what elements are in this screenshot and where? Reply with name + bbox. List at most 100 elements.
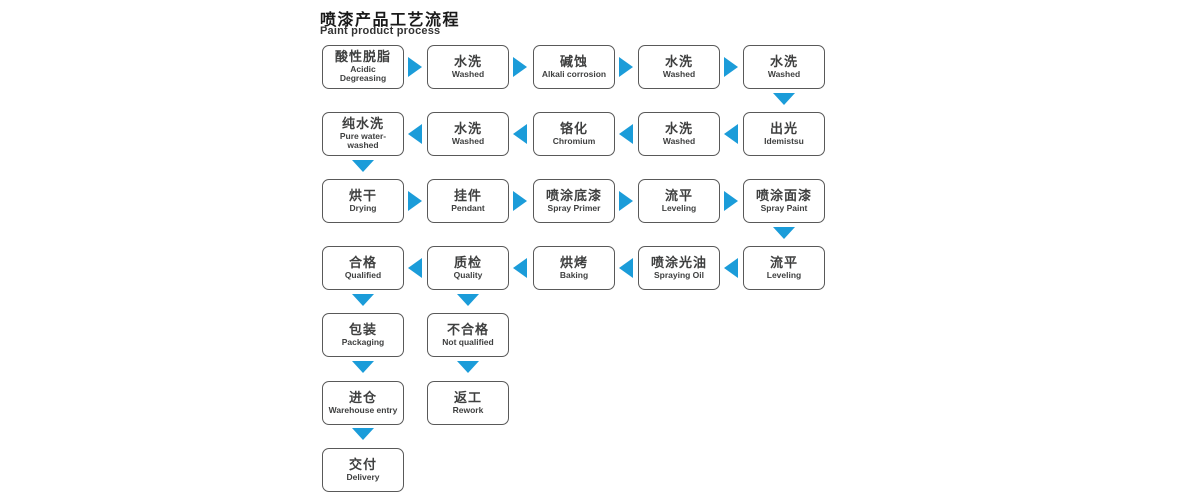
node-label-zh: 铬化 [559, 120, 588, 136]
node-label-en: Washed [451, 135, 485, 146]
node-label-zh: 碱蚀 [559, 53, 588, 69]
node-quality-check: 质检 Quality [427, 246, 509, 290]
flow-arrow-right-icon [408, 57, 422, 77]
node-label-zh: 酸性脱脂 [334, 48, 391, 64]
node-acidic-degreasing: 酸性脱脂 Acidic Degreasing [322, 45, 404, 89]
node-label-zh: 喷涂面漆 [755, 187, 812, 203]
flow-arrow-down-icon [352, 294, 374, 306]
node-label-zh: 水洗 [769, 53, 798, 69]
flow-arrow-down-icon [352, 160, 374, 172]
flow-arrow-left-icon [724, 258, 738, 278]
node-label-en: Washed [662, 68, 696, 79]
node-label-en: Spray Paint [760, 202, 808, 213]
node-pendant: 挂件 Pendant [427, 179, 509, 223]
node-chromium: 铬化 Chromium [533, 112, 615, 156]
flow-arrow-left-icon [619, 124, 633, 144]
node-label-zh: 烘烤 [559, 254, 588, 270]
flow-arrow-down-icon [773, 227, 795, 239]
node-label-zh: 流平 [769, 254, 798, 270]
node-label-zh: 水洗 [453, 53, 482, 69]
node-label-en: Leveling [661, 202, 697, 213]
node-label-en: Packaging [341, 336, 385, 347]
node-label-en: Qualified [344, 269, 382, 280]
node-label-zh: 烘干 [348, 187, 377, 203]
flow-arrow-left-icon [619, 258, 633, 278]
node-label-en: Not qualified [442, 336, 494, 347]
node-baking: 烘烤 Baking [533, 246, 615, 290]
node-delivery: 交付 Delivery [322, 448, 404, 492]
node-label-en: Alkali corrosion [541, 68, 607, 79]
node-label-en: Washed [451, 68, 485, 79]
node-washed-5: 水洗 Washed [638, 112, 720, 156]
node-label-zh: 返工 [453, 389, 482, 405]
flow-arrow-right-icon [724, 57, 738, 77]
node-label-en: Idemistsu [764, 135, 804, 146]
node-label-en: Pure water- washed [339, 130, 387, 151]
node-label-en: Chromium [552, 135, 596, 146]
node-label-zh: 出光 [769, 120, 798, 136]
node-label-en: Baking [559, 269, 589, 280]
node-label-zh: 进仓 [348, 389, 377, 405]
node-packaging: 包装 Packaging [322, 313, 404, 357]
flow-arrow-right-icon [408, 191, 422, 211]
node-label-zh: 交付 [348, 456, 377, 472]
flow-arrow-right-icon [619, 57, 633, 77]
node-label-en: Washed [662, 135, 696, 146]
flow-arrow-left-icon [724, 124, 738, 144]
node-washed-2: 水洗 Washed [638, 45, 720, 89]
node-label-zh: 不合格 [446, 321, 489, 337]
node-spray-paint: 喷涂面漆 Spray Paint [743, 179, 825, 223]
node-alkali-corrosion: 碱蚀 Alkali corrosion [533, 45, 615, 89]
node-label-zh: 挂件 [453, 187, 482, 203]
flow-arrow-down-icon [352, 361, 374, 373]
node-label-zh: 水洗 [453, 120, 482, 136]
node-label-zh: 包装 [348, 321, 377, 337]
node-label-zh: 喷涂光油 [650, 254, 707, 270]
node-label-en: Acidic Degreasing [339, 63, 387, 84]
node-label-en: Spray Primer [547, 202, 601, 213]
node-label-zh: 纯水洗 [341, 115, 384, 131]
node-label-zh: 流平 [664, 187, 693, 203]
node-label-en: Warehouse entry [328, 404, 398, 415]
node-warehouse-entry: 进仓 Warehouse entry [322, 381, 404, 425]
node-label-en: Pendant [451, 202, 485, 213]
node-label-zh: 水洗 [664, 53, 693, 69]
node-washed-4: 水洗 Washed [427, 112, 509, 156]
flow-arrow-down-icon [457, 361, 479, 373]
node-label-zh: 水洗 [664, 120, 693, 136]
node-not-qualified: 不合格 Not qualified [427, 313, 509, 357]
flow-arrow-down-icon [352, 428, 374, 440]
node-drying: 烘干 Drying [322, 179, 404, 223]
flow-arrow-right-icon [513, 191, 527, 211]
node-spray-primer: 喷涂底漆 Spray Primer [533, 179, 615, 223]
flow-arrow-down-icon [457, 294, 479, 306]
node-washed-1: 水洗 Washed [427, 45, 509, 89]
flow-arrow-right-icon [513, 57, 527, 77]
flow-arrow-left-icon [513, 258, 527, 278]
node-label-en: Washed [767, 68, 801, 79]
node-label-zh: 质检 [453, 254, 482, 270]
node-qualified: 合格 Qualified [322, 246, 404, 290]
flow-arrow-left-icon [408, 124, 422, 144]
node-idemistsu: 出光 Idemistsu [743, 112, 825, 156]
node-label-en: Rework [452, 404, 484, 415]
node-washed-3: 水洗 Washed [743, 45, 825, 89]
node-label-en: Spraying Oil [653, 269, 705, 280]
node-leveling-1: 流平 Leveling [638, 179, 720, 223]
page-subtitle: Paint product process [320, 25, 441, 37]
node-label-en: Leveling [766, 269, 802, 280]
node-rework: 返工 Rework [427, 381, 509, 425]
node-pure-water-washed: 纯水洗 Pure water- washed [322, 112, 404, 156]
flow-arrow-right-icon [619, 191, 633, 211]
node-label-en: Quality [453, 269, 483, 280]
node-label-en: Delivery [346, 471, 380, 482]
node-label-zh: 合格 [348, 254, 377, 270]
node-leveling-2: 流平 Leveling [743, 246, 825, 290]
node-label-zh: 喷涂底漆 [545, 187, 602, 203]
node-label-en: Drying [349, 202, 377, 213]
flow-arrow-left-icon [513, 124, 527, 144]
node-spraying-oil: 喷涂光油 Spraying Oil [638, 246, 720, 290]
flow-arrow-right-icon [724, 191, 738, 211]
page-title: 喷漆产品工艺流程 [320, 12, 461, 29]
